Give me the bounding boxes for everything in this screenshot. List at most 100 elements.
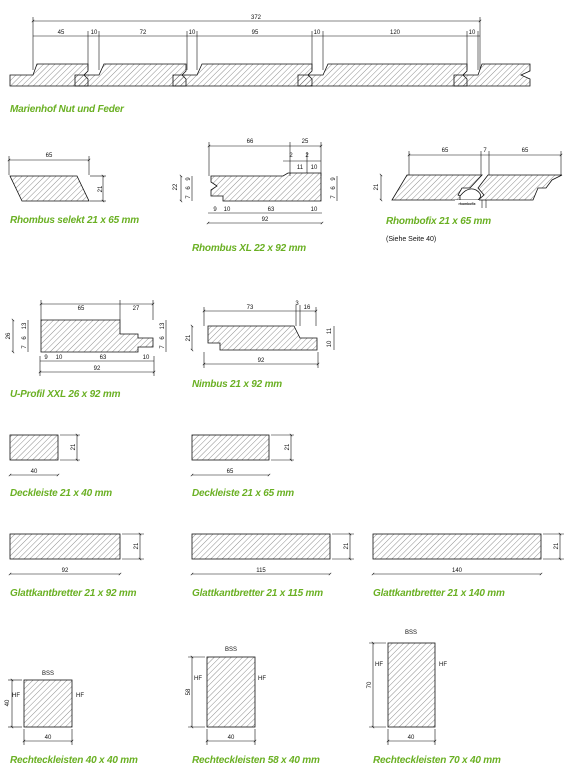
dimension-label: 7: [186, 195, 192, 199]
dimension-label: 25: [302, 139, 309, 145]
marienhof-seg-8: 10: [469, 30, 476, 36]
dimension-label: 21: [285, 443, 291, 450]
marienhof-seg-4: 10: [189, 30, 196, 36]
recht-40-drawing: BSS HF HF 40 40: [5, 671, 84, 745]
dimension-label: BSS: [42, 671, 54, 677]
dimension-label: 7: [160, 345, 166, 349]
marienhof-drawing: 372 45 10 72 10 95 10 120 10: [9, 15, 531, 87]
dimension-label: 10: [311, 165, 318, 171]
dimension-label: 40: [45, 735, 52, 741]
caption-rhombus-selekt: Rhombus selekt 21 x 65 mm: [10, 215, 139, 226]
rhombofix-note: (Siehe Seite 40): [386, 236, 437, 243]
dimension-label: HF: [258, 676, 266, 682]
dimension-label: 26: [6, 332, 12, 339]
glatt-115-drawing: 21 115: [190, 532, 354, 576]
dimension-label: 7: [483, 148, 487, 154]
dimension-label: HF: [194, 676, 202, 682]
dimension-label: 11: [297, 165, 304, 171]
marienhof-total-dim: 372: [251, 15, 262, 21]
caption-glatt-92: Glattkantbretter 21 x 92 mm: [10, 588, 137, 599]
dimension-label: 58: [186, 688, 192, 695]
dimension-label: 13: [22, 322, 28, 329]
dimension-label: 2: [305, 153, 309, 159]
dimension-label: 10: [143, 355, 150, 361]
dimension-label: HF: [12, 693, 20, 699]
deckleiste-65-drawing: 21 65: [190, 433, 294, 477]
caption-marienhof: Marienhof Nut und Feder: [10, 104, 124, 115]
dimension-label: 40: [408, 735, 415, 741]
dimension-label: 13: [160, 322, 166, 329]
dimension-label: 66: [247, 139, 254, 145]
dimension-label: 21: [374, 183, 380, 190]
caption-glatt-140: Glattkantbretter 21 x 140 mm: [373, 588, 505, 599]
dimension-label: 10: [224, 207, 231, 213]
caption-u-profil: U-Profil XXL 26 x 92 mm: [10, 389, 121, 400]
marienhof-seg-6: 10: [314, 30, 321, 36]
dimension-label: 6: [331, 186, 337, 190]
dimension-label: HF: [375, 662, 383, 668]
dimension-label: 70: [367, 681, 373, 688]
dimension-label: 21: [554, 542, 560, 549]
recht-70-drawing: BSS HF HF 70 40: [367, 630, 447, 745]
dimension-label: 40: [228, 735, 235, 741]
caption-recht-40: Rechteckleisten 40 x 40 mm: [10, 755, 138, 766]
dimension-label: 92: [94, 366, 101, 372]
dimension-label: 9: [186, 177, 192, 181]
dimension-label: 65: [46, 153, 53, 159]
dimension-label: 6: [160, 336, 166, 340]
dimension-label: HF: [439, 662, 447, 668]
glatt-92-drawing: 21 92: [8, 532, 144, 576]
dimension-label: 6: [186, 186, 192, 190]
dimension-label: 63: [100, 355, 107, 361]
rhombofix-drawing: 65 7 65 rhombofix 21: [374, 148, 563, 208]
dimension-label: 21: [186, 334, 192, 341]
marienhof-seg-2: 10: [91, 30, 98, 36]
dimension-label: 10: [311, 207, 318, 213]
dimension-label: 92: [258, 358, 265, 364]
dimension-label: 9: [213, 207, 217, 213]
dimension-label: 92: [262, 217, 269, 223]
dimension-label: 40: [5, 699, 11, 706]
dimension-label: 9: [44, 355, 48, 361]
dimension-label: 2: [289, 153, 293, 159]
dimension-label: rhombofix: [458, 202, 475, 206]
dimension-label: 65: [227, 469, 234, 475]
dimension-label: 92: [62, 568, 69, 574]
u-profil-drawing: 65 27 26 13 6 7 13 6 7 9 10 63 10 92: [6, 300, 167, 376]
dimension-label: 27: [133, 306, 140, 312]
dimension-label: 115: [256, 568, 266, 574]
rhombus-selekt-drawing: 65 21: [7, 153, 106, 203]
caption-recht-58: Rechteckleisten 58 x 40 mm: [192, 755, 320, 766]
marienhof-seg-1: 45: [58, 30, 65, 36]
recht-58-drawing: BSS HF HF 58 40: [186, 647, 266, 745]
dimension-label: 6: [22, 336, 28, 340]
caption-rhombofix: Rhombofix 21 x 65 mm: [386, 216, 491, 227]
dimension-label: HF: [76, 693, 84, 699]
dimension-label: 22: [173, 183, 179, 190]
dimension-label: 10: [327, 340, 333, 347]
marienhof-seg-5: 95: [252, 30, 259, 36]
dimension-label: 7: [22, 345, 28, 349]
dimension-label: 65: [522, 148, 529, 154]
caption-recht-70: Rechteckleisten 70 x 40 mm: [373, 755, 501, 766]
dimension-label: 21: [98, 185, 104, 192]
dimension-label: 21: [71, 443, 77, 450]
dimension-label: 10: [56, 355, 63, 361]
dimension-label: 11: [327, 327, 333, 334]
dimension-label: BSS: [405, 630, 417, 636]
caption-rhombus-xl: Rhombus XL 22 x 92 mm: [192, 243, 306, 254]
dimension-label: 63: [268, 207, 275, 213]
nimbus-drawing: 73 3 16 21 11 10 92: [186, 301, 335, 368]
caption-deckleiste-40: Deckleiste 21 x 40 mm: [10, 488, 112, 499]
marienhof-seg-7: 120: [390, 30, 401, 36]
dimension-label: 9: [331, 177, 337, 181]
dimension-label: 65: [78, 306, 85, 312]
caption-deckleiste-65: Deckleiste 21 x 65 mm: [192, 488, 294, 499]
marienhof-seg-3: 72: [140, 30, 147, 36]
dimension-label: BSS: [225, 647, 237, 653]
dimension-label: 40: [31, 469, 38, 475]
dimension-label: 65: [442, 148, 449, 154]
dimension-label: 16: [304, 305, 311, 311]
dimension-label: 21: [134, 542, 140, 549]
